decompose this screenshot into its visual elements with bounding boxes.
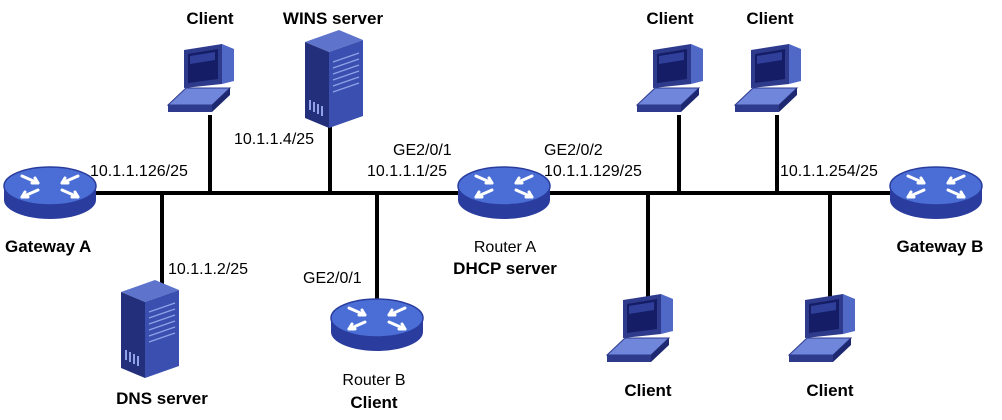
pc-icon [636, 43, 704, 113]
client-1-label: Client [186, 9, 234, 28]
router-badge: ROUTER [36, 220, 63, 226]
router-a-label: Router A [474, 239, 537, 256]
router-badge: ROUTER [490, 220, 517, 226]
client-4 [606, 293, 674, 363]
server-icon [120, 279, 180, 379]
client-4-label: Client [624, 381, 672, 400]
router-a-port-left: GE2/0/1 [393, 142, 452, 159]
router-badge: ROUTER [363, 352, 390, 358]
pc-icon [734, 43, 802, 113]
router-a-ip-left: 10.1.1.1/25 [367, 163, 447, 180]
pc-icon [788, 293, 856, 363]
server-icon [304, 29, 364, 129]
client-3-label: Client [746, 9, 794, 28]
router-a-ip-right: 10.1.1.129/25 [544, 163, 642, 180]
wins-server [304, 29, 364, 129]
gateway-b-label: Gateway B [897, 237, 984, 256]
router-a: ROUTER [456, 165, 552, 226]
gateway-b-ip: 10.1.1.254/25 [780, 163, 878, 180]
client-2 [636, 43, 704, 113]
router-a-port-right: GE2/0/2 [544, 142, 603, 159]
client-2-label: Client [646, 9, 694, 28]
router-icon [329, 297, 425, 353]
wins-server-label: WINS server [283, 9, 384, 28]
router-b-label: Router B [342, 372, 405, 389]
dns-server-label: DNS server [116, 389, 208, 408]
gateway-b-router: ROUTER [888, 165, 984, 226]
wins-server-ip: 10.1.1.4/25 [234, 131, 314, 148]
client-5-label: Client [806, 381, 854, 400]
router-icon [456, 165, 552, 221]
client-1 [167, 43, 235, 113]
dns-server [120, 279, 180, 379]
gateway-a-ip: 10.1.1.126/25 [90, 163, 188, 180]
gateway-a-router: ROUTER [2, 165, 98, 226]
router-b-port: GE2/0/1 [303, 270, 362, 287]
router-a-role: DHCP server [453, 259, 557, 278]
dns-server-ip: 10.1.1.2/25 [168, 261, 248, 278]
pc-icon [606, 293, 674, 363]
router-icon [888, 165, 984, 221]
client-3 [734, 43, 802, 113]
client-5 [788, 293, 856, 363]
router-icon [2, 165, 98, 221]
pc-icon [167, 43, 235, 113]
router-badge: ROUTER [922, 220, 949, 226]
gateway-a-label: Gateway A [5, 237, 91, 256]
router-b-role: Client [350, 393, 398, 412]
router-b: ROUTER [329, 297, 425, 358]
